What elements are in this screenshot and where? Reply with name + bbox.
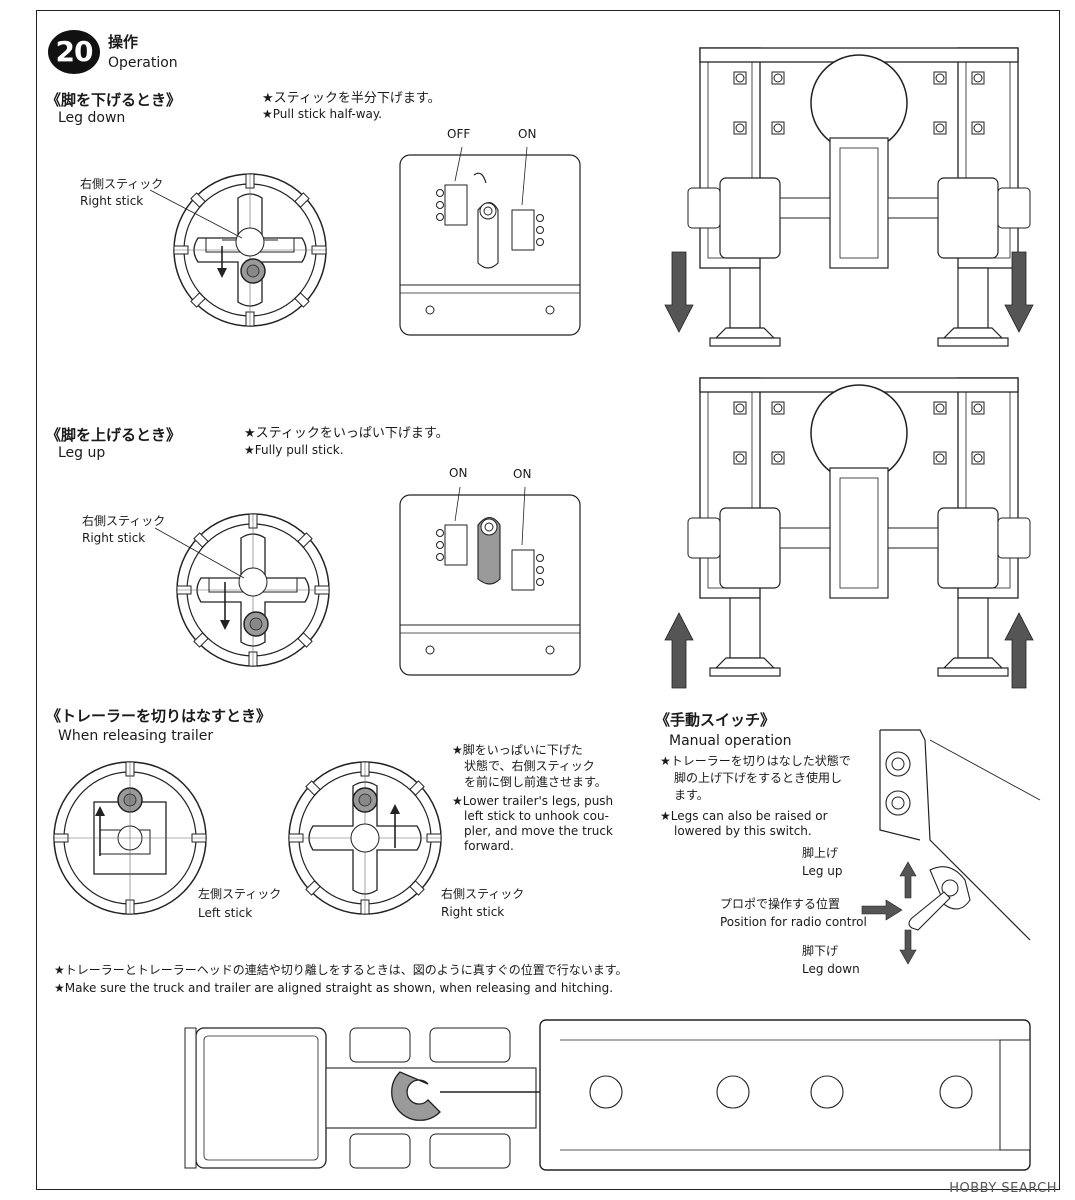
manual-heading-en: Manual operation [669,733,792,749]
leg-down-note-en: ★Pull stick half-way. [262,107,383,121]
release-left-stick-jp: 左側スティック [198,887,282,901]
leg-up-stick-jp: 右側スティック [82,514,166,528]
arrow-up-right [1004,612,1034,689]
switch-board-half [399,146,581,336]
release-heading-jp: 《トレーラーを切りはなすとき》 [46,707,272,725]
leg-down-switch-left: OFF [447,127,471,141]
manual-radio-en: Position for radio control [720,915,867,929]
leg-up-switch-right: ON [513,467,532,481]
step-number-badge: 20 [48,30,100,74]
manual-down-jp: 脚下げ [802,944,839,958]
leg-up-note-jp: ★スティックをいっぱい下げます。 [244,426,449,441]
release-note-en-2: left stick to unhook cou- [464,809,609,823]
manual-radio-jp: プロポで操作する位置 [720,897,841,911]
page-frame [36,10,1060,1190]
manual-note-jp-3: ます。 [674,788,709,802]
leg-down-switch-right: ON [518,127,537,141]
release-right-dial [288,761,442,915]
alignment-note-jp: ★トレーラーとトレーラーヘッドの連結や切り離しをするときは、図のように真すぐの位… [54,963,628,977]
release-note-en-3: pler, and move the truck [464,824,613,838]
release-note-jp-3: を前に倒し前進させます。 [464,775,607,789]
leg-assembly-up [688,378,1030,676]
watermark: HOBBY SEARCH [949,1181,1057,1196]
truck-trailer-top-view [184,1019,1031,1171]
step-title-jp: 操作 [108,33,139,51]
leg-down-stick-jp: 右側スティック [80,177,164,191]
release-left-dial [53,761,207,915]
arrow-up-left [664,612,694,689]
leg-assembly-down [688,48,1030,346]
leg-up-switch-left: ON [449,466,468,480]
release-right-stick-en: Right stick [441,905,505,919]
manual-note-en-2: lowered by this switch. [674,824,812,838]
release-note-en-1: ★Lower trailer's legs, push [452,794,614,808]
leg-up-heading-en: Leg up [58,445,106,461]
manual-up-en: Leg up [802,864,843,878]
release-note-jp-2: 状態で、右側スティック [464,759,595,773]
leg-down-heading-en: Leg down [58,110,126,126]
leg-down-dial [173,173,327,327]
leg-up-note-en: ★Fully pull stick. [244,443,344,457]
leg-up-heading-jp: 《脚を上げるとき》 [46,426,182,444]
leg-down-stick-en: Right stick [80,194,144,208]
step-title-en: Operation [108,55,178,71]
manual-note-jp-1: ★トレーラーを切りはなした状態で [660,754,851,768]
manual-note-en-1: ★Legs can also be raised or [660,809,828,823]
manual-heading-jp: 《手動スイッチ》 [655,711,776,729]
release-note-en-4: forward. [464,839,514,853]
leg-up-stick-en: Right stick [82,531,146,545]
leg-down-heading-jp: 《脚を下げるとき》 [46,91,182,109]
alignment-note-en: ★Make sure the truck and trailer are ali… [54,981,614,995]
release-heading-en: When releasing trailer [58,728,214,744]
release-note-jp-1: ★脚をいっぱいに下げた [452,743,583,757]
switch-board-full [399,486,581,676]
manual-up-jp: 脚上げ [802,846,839,860]
arrow-down-right [1004,251,1034,333]
manual-down-en: Leg down [802,962,860,976]
release-left-stick-en: Left stick [198,906,253,920]
manual-switch-illustration [861,729,1041,965]
arrow-down-left [664,251,694,333]
leg-up-dial [176,513,330,667]
release-right-stick-jp: 右側スティック [441,887,525,901]
manual-note-jp-2: 脚の上げ下げをするとき使用し [674,771,843,785]
leg-down-note-jp: ★スティックを半分下げます。 [262,91,441,106]
